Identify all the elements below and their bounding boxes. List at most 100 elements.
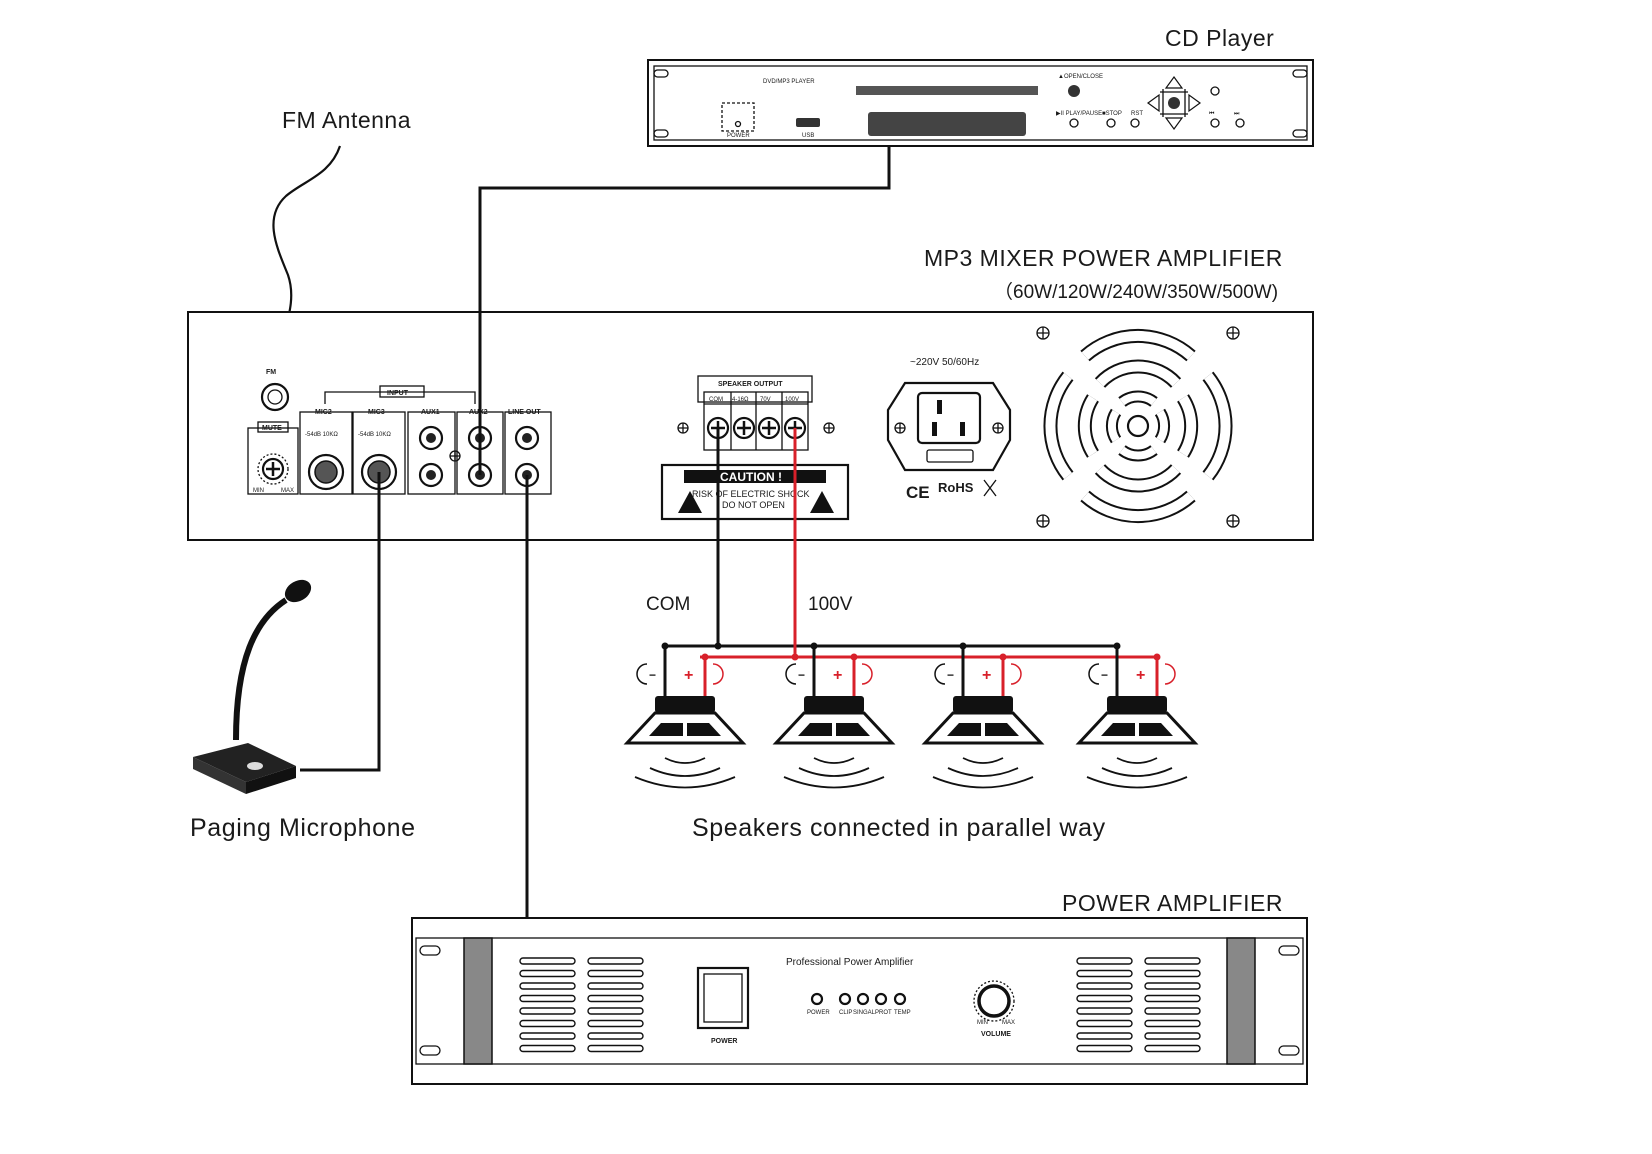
aux1-jack-top[interactable]: [418, 425, 444, 451]
power-inlet[interactable]: [886, 381, 1012, 472]
speaker-array: −+−+−+−+: [623, 642, 1199, 789]
svg-text:MAX: MAX: [281, 488, 294, 494]
play-pause-button[interactable]: [1069, 118, 1079, 128]
svg-text:CLIP: CLIP: [839, 1010, 852, 1016]
led-signal: [856, 992, 870, 1006]
speaker-1: −+: [623, 642, 747, 789]
svg-text:TEMP: TEMP: [894, 1010, 911, 1016]
usb-label: USB: [802, 133, 814, 139]
speaker-minus-terminal: −: [798, 668, 805, 682]
com-wire: [667, 428, 1120, 648]
hot-100v-wire: [700, 428, 1158, 659]
exclamation-warning-icon: [810, 491, 834, 513]
line-out-jack-top[interactable]: [514, 425, 540, 451]
led-clip: [838, 992, 852, 1006]
disc-slot[interactable]: [856, 86, 1038, 95]
fuse-holder[interactable]: [926, 449, 974, 463]
caution-text: CAUTION !: [720, 470, 782, 484]
mute-volume-knob[interactable]: [261, 457, 285, 481]
svg-text:MIN: MIN: [253, 488, 264, 494]
mic3-label: MIC3: [368, 409, 385, 416]
v100-label: 100V: [808, 594, 853, 615]
input-label: INPUT: [387, 390, 409, 397]
open-close-button[interactable]: [1068, 85, 1080, 97]
vent-slots: [519, 957, 1201, 1053]
rst-button[interactable]: [1130, 118, 1140, 128]
svg-text:MAX: MAX: [1002, 1020, 1015, 1026]
volume-knob[interactable]: [977, 984, 1011, 1018]
svg-text:MIN: MIN: [977, 1020, 988, 1026]
speaker-2: −+: [772, 642, 896, 789]
speakers-caption: Speakers connected in parallel way: [692, 814, 1106, 842]
fm-jack[interactable]: [260, 382, 290, 412]
prev-button[interactable]: [1210, 118, 1220, 128]
mic-gooseneck: [233, 597, 288, 741]
com-label: COM: [646, 594, 690, 615]
svg-text:SINGAL: SINGAL: [853, 1010, 876, 1016]
right-handle[interactable]: [1226, 937, 1256, 1065]
caution-label-plate: [660, 463, 850, 521]
mute-label: MUTE: [262, 425, 282, 432]
cd-power-label: POWER: [727, 133, 750, 139]
svg-text:⏮: ⏮: [1209, 111, 1215, 117]
speaker-terminals[interactable]: [706, 416, 807, 440]
speaker-minus-terminal: −: [649, 668, 656, 682]
extra-button[interactable]: [1210, 86, 1220, 96]
power-switch[interactable]: [696, 966, 750, 1030]
power-switch-label: POWER: [711, 1038, 737, 1045]
cd-model: DVD/MP3 PLAYER: [763, 79, 815, 85]
fm-antenna-label: FM Antenna: [282, 107, 411, 133]
power-amplifier: POWER Professional Power Amplifier POWER…: [411, 917, 1308, 1085]
rst-label: RST: [1131, 111, 1143, 117]
mic2-label: MIC2: [315, 409, 332, 416]
disc-tray[interactable]: [868, 112, 1026, 136]
terminal-70v-label: 70V: [760, 397, 771, 403]
mic2-jack[interactable]: [307, 453, 345, 491]
speaker-plus-terminal: +: [684, 667, 693, 684]
aux1-jack-bottom[interactable]: [418, 462, 444, 488]
speaker-minus-terminal: −: [1101, 668, 1108, 682]
cd-power-button[interactable]: [734, 120, 742, 128]
stop-button[interactable]: [1106, 118, 1116, 128]
svg-text:⏭: ⏭: [1234, 111, 1240, 117]
stop-label: ■STOP: [1102, 111, 1122, 117]
volume-label: VOLUME: [981, 1031, 1011, 1038]
mic3-spec: -54dB 10KΩ: [358, 432, 391, 438]
mixer-power-amplifier: FM INPUT MUTE MIN MAX MIC2 -54dB 10KΩ MI…: [187, 311, 1314, 541]
speaker-plus-terminal: +: [1136, 667, 1145, 684]
fm-jack-label: FM: [266, 369, 276, 376]
weee-icon: [983, 479, 997, 497]
do-not-open-text: DO NOT OPEN: [722, 500, 785, 510]
speaker-minus-terminal: −: [947, 668, 954, 682]
terminal-4-16-label: 4-16Ω: [732, 397, 749, 403]
talk-button[interactable]: [247, 762, 263, 770]
speaker-output-label: SPEAKER OUTPUT: [718, 381, 783, 388]
mic3-to-paging-mic-cable: [300, 472, 381, 772]
cd-player: DVD/MP3 PLAYER POWER USB ▲OPEN/CLOSE ▶II…: [647, 59, 1314, 147]
mixer-watts: （60W/120W/240W/350W/500W): [994, 281, 1278, 303]
next-button[interactable]: [1235, 118, 1245, 128]
aux2-label: AUX2: [469, 409, 488, 416]
paging-microphone: [193, 579, 312, 794]
led-power: [810, 992, 824, 1006]
shock-warning-icon: [678, 491, 702, 513]
usb-port[interactable]: [796, 118, 820, 127]
line-out-label: LINE OUT: [508, 409, 541, 416]
svg-text:PROT: PROT: [875, 1010, 892, 1016]
open-close-label: ▲OPEN/CLOSE: [1058, 74, 1103, 80]
terminal-100v-label: 100V: [785, 397, 799, 403]
speaker-4: −+: [1075, 642, 1199, 789]
speaker-plus-terminal: +: [982, 667, 991, 684]
cd-to-aux2-cable: [478, 146, 891, 475]
speaker-plus-terminal: +: [833, 667, 842, 684]
mains-spec: ~220V 50/60Hz: [910, 357, 979, 368]
svg-text:POWER: POWER: [807, 1010, 830, 1016]
speaker-3: −+: [921, 642, 1045, 789]
mixer-title: MP3 MIXER POWER AMPLIFIER: [924, 245, 1283, 271]
left-handle[interactable]: [463, 937, 493, 1065]
navigation-pad[interactable]: [1146, 75, 1202, 131]
terminal-com-label: COM: [709, 397, 723, 403]
cd-player-label: CD Player: [1165, 25, 1274, 51]
aux1-label: AUX1: [421, 409, 440, 416]
